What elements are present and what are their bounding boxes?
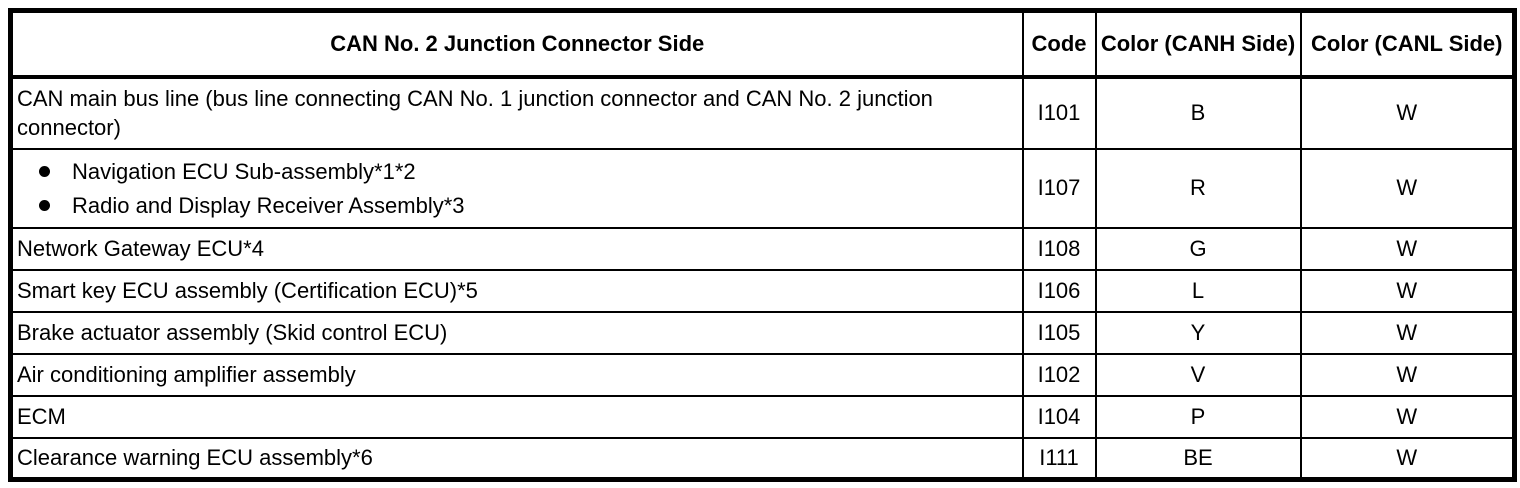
code-cell: I105 xyxy=(1021,310,1097,355)
canl-color-cell: W xyxy=(1299,436,1516,481)
canh-color-cell: L xyxy=(1094,268,1302,313)
canl-color-cell: W xyxy=(1299,394,1516,439)
canh-color-cell: G xyxy=(1094,226,1302,271)
canh-color-cell: P xyxy=(1094,394,1302,439)
table-row: CAN main bus line (bus line connecting C… xyxy=(9,75,1516,150)
canh-color-cell: V xyxy=(1094,352,1302,397)
list-item-label: Navigation ECU Sub-assembly*1*2 xyxy=(72,158,416,184)
code-cell: I104 xyxy=(1021,394,1097,439)
canh-color-cell: Y xyxy=(1094,310,1302,355)
table-row: Clearance warning ECU assembly*6 I111 BE… xyxy=(9,436,1516,481)
table-row: Air conditioning amplifier assembly I102… xyxy=(9,352,1516,397)
header-canh-column: Color (CANH Side) xyxy=(1094,9,1302,79)
list-item-label: Radio and Display Receiver Assembly*3 xyxy=(72,192,465,218)
header-code-column: Code xyxy=(1021,9,1097,79)
canl-color-cell: W xyxy=(1299,226,1516,271)
table-row: ECM I104 P W xyxy=(9,394,1516,439)
canl-color-cell: W xyxy=(1299,75,1516,150)
canh-color-cell: R xyxy=(1094,147,1302,229)
code-cell: I108 xyxy=(1021,226,1097,271)
bullet-icon xyxy=(39,165,50,177)
table-row: Brake actuator assembly (Skid control EC… xyxy=(9,310,1516,355)
device-cell: Smart key ECU assembly (Certification EC… xyxy=(9,268,1024,313)
device-cell: Navigation ECU Sub-assembly*1*2 Radio an… xyxy=(9,147,1024,229)
table-row: Network Gateway ECU*4 I108 G W xyxy=(9,226,1516,271)
header-canl-column: Color (CANL Side) xyxy=(1299,9,1516,79)
canl-color-cell: W xyxy=(1299,352,1516,397)
can-junction-connector-table: CAN No. 2 Junction Connector Side Code C… xyxy=(8,8,1517,483)
device-cell: Brake actuator assembly (Skid control EC… xyxy=(9,310,1024,355)
device-cell: Air conditioning amplifier assembly xyxy=(9,352,1024,397)
code-cell: I107 xyxy=(1021,147,1097,229)
table-row: Smart key ECU assembly (Certification EC… xyxy=(9,268,1516,313)
code-cell: I102 xyxy=(1021,352,1097,397)
table-header-row: CAN No. 2 Junction Connector Side Code C… xyxy=(9,9,1516,79)
device-cell: CAN main bus line (bus line connecting C… xyxy=(9,75,1024,150)
device-cell: Network Gateway ECU*4 xyxy=(9,226,1024,271)
canl-color-cell: W xyxy=(1299,147,1516,229)
bullet-icon xyxy=(39,199,50,211)
list-item: Radio and Display Receiver Assembly*3 xyxy=(17,191,1018,220)
code-cell: I101 xyxy=(1021,75,1097,150)
canl-color-cell: W xyxy=(1299,268,1516,313)
canh-color-cell: B xyxy=(1094,75,1302,150)
header-device-column: CAN No. 2 Junction Connector Side xyxy=(9,9,1024,79)
table-row: Navigation ECU Sub-assembly*1*2 Radio an… xyxy=(9,147,1516,229)
code-cell: I111 xyxy=(1021,436,1097,481)
canh-color-cell: BE xyxy=(1094,436,1302,481)
device-cell: Clearance warning ECU assembly*6 xyxy=(9,436,1024,481)
device-cell: ECM xyxy=(9,394,1024,439)
list-item: Navigation ECU Sub-assembly*1*2 xyxy=(17,157,1018,186)
canl-color-cell: W xyxy=(1299,310,1516,355)
code-cell: I106 xyxy=(1021,268,1097,313)
